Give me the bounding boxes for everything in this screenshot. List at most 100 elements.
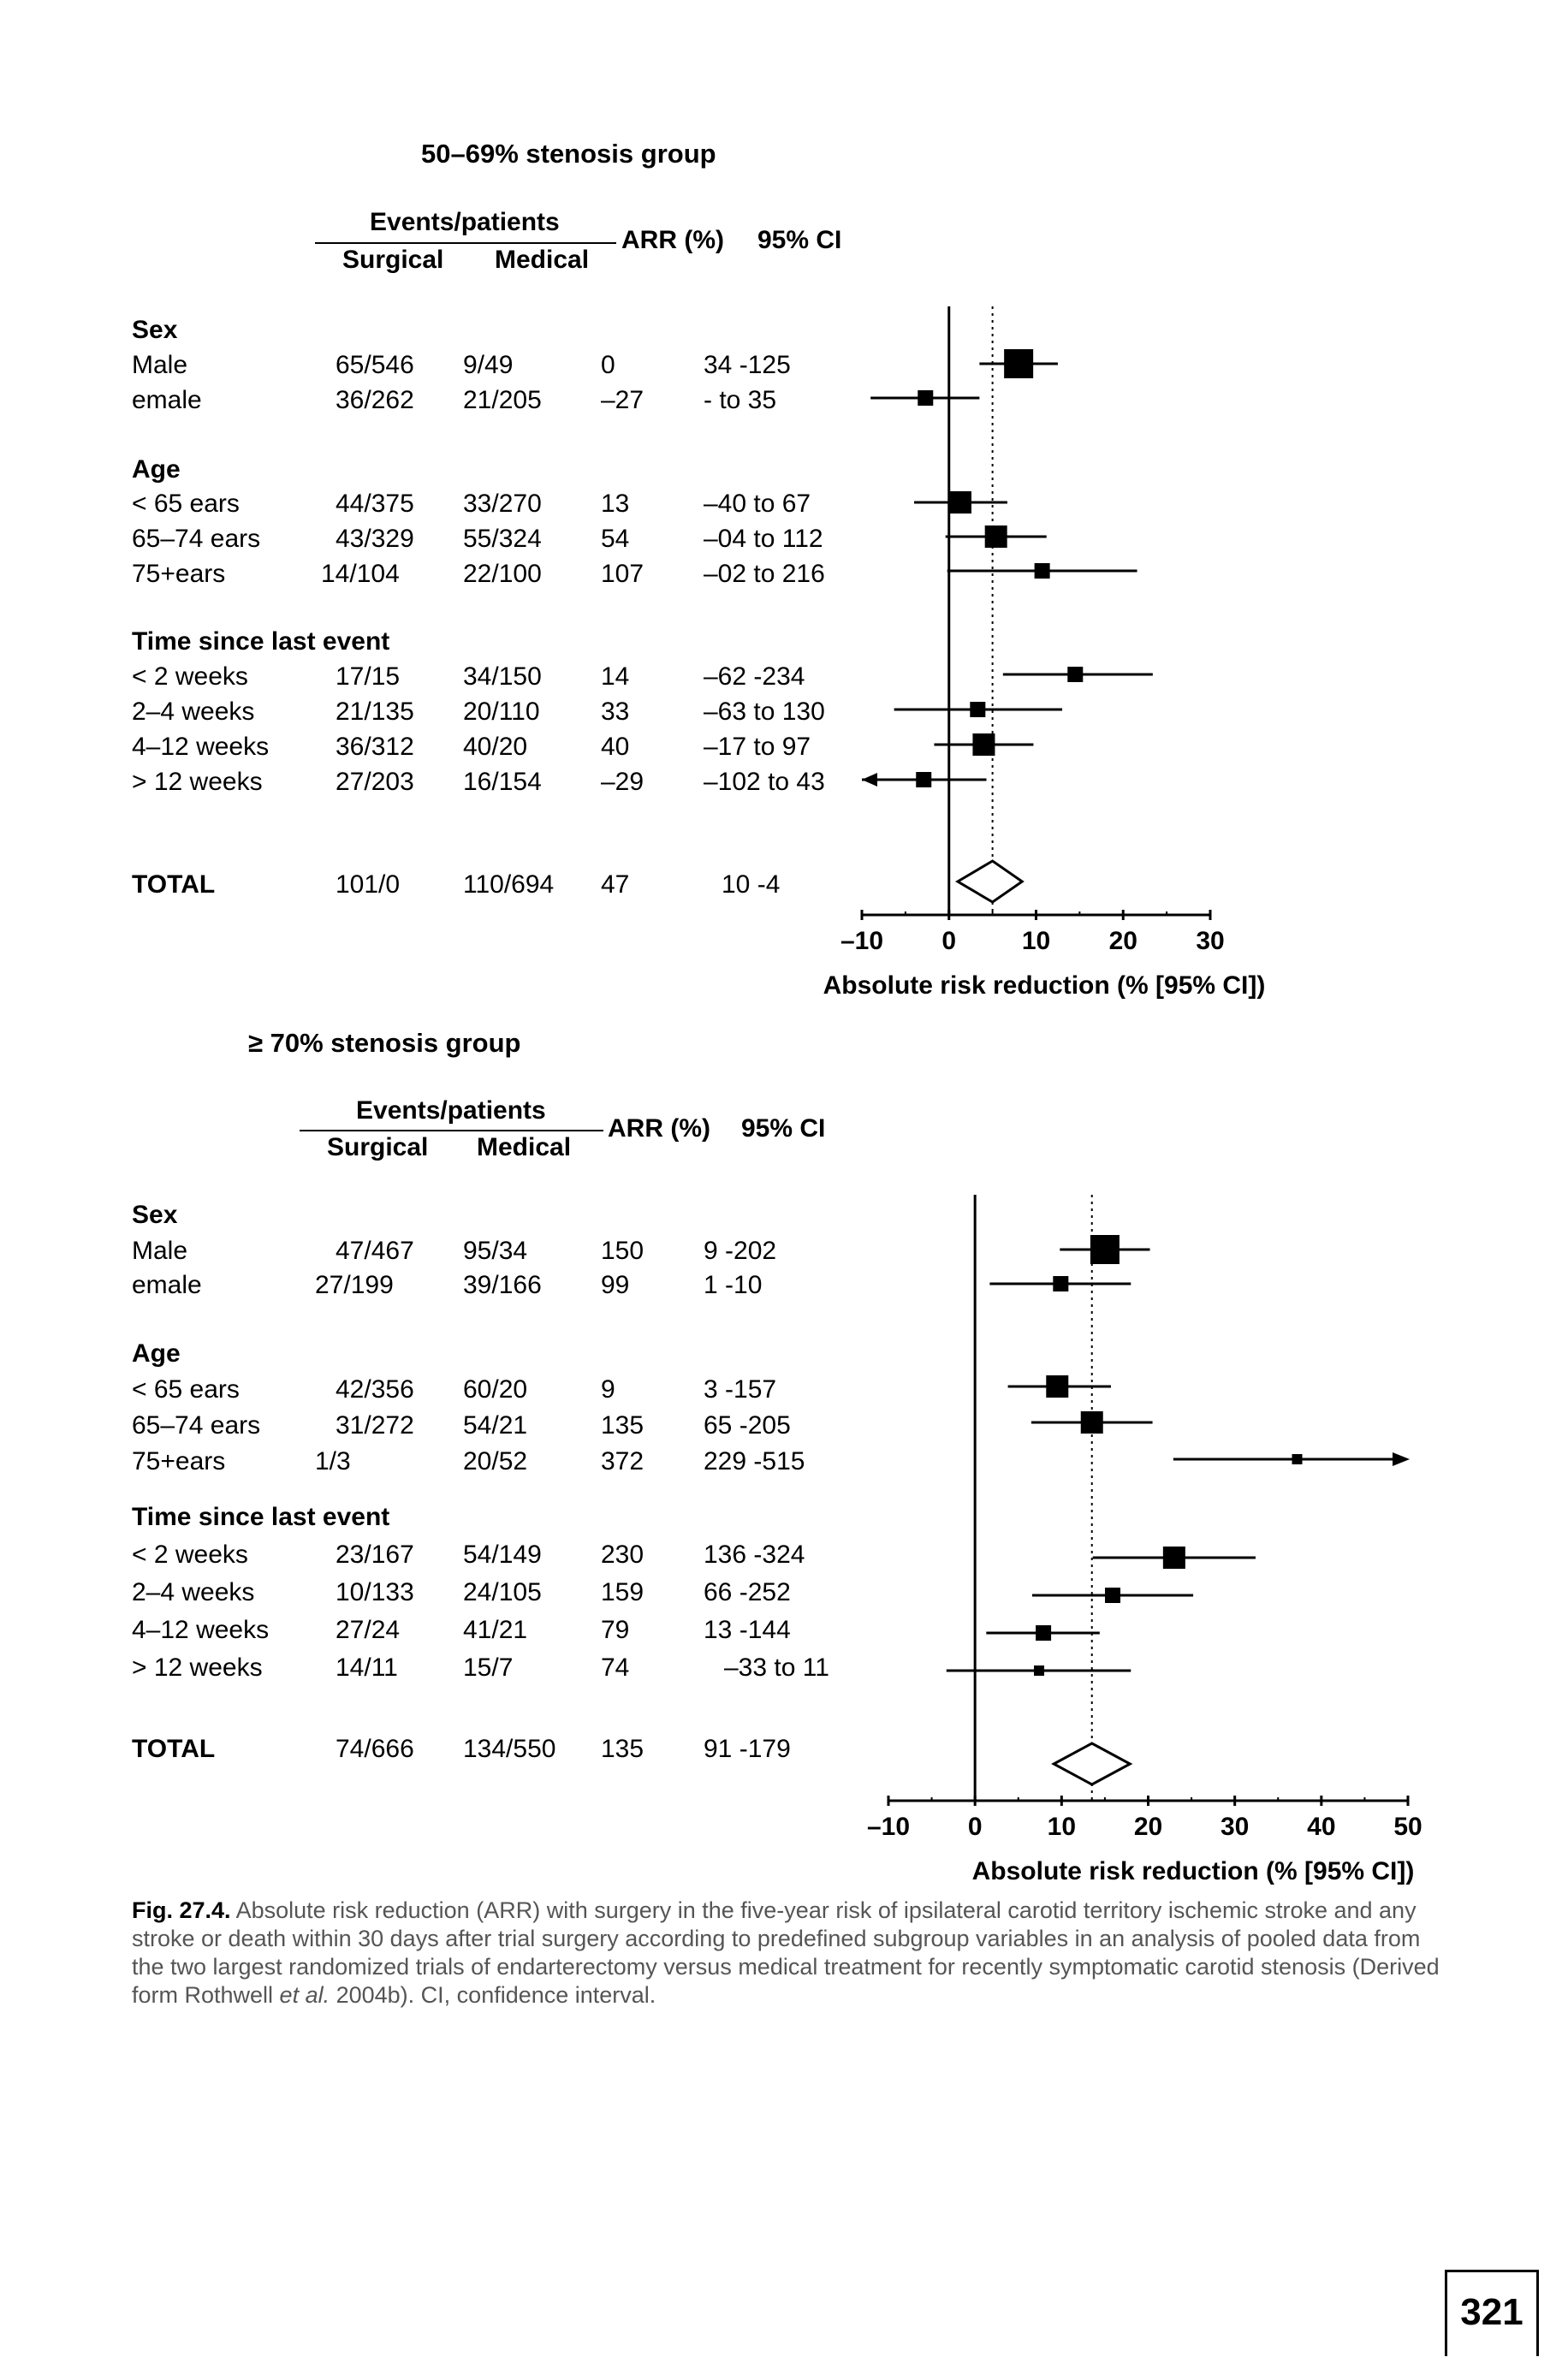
row-label: 65–74 ears [132, 1411, 261, 1440]
point-estimate-square [1036, 1625, 1052, 1641]
x-tick-label: 0 [941, 927, 956, 955]
arr-value: 150 [601, 1237, 644, 1265]
surgical-value: 21/135 [336, 698, 414, 726]
ci-header: 95% CI [741, 1114, 826, 1143]
surgical-header: Surgical [342, 246, 444, 274]
total-label: TOTAL [132, 1735, 216, 1763]
arr-value: 54 [601, 525, 630, 553]
arr-value: 99 [601, 1271, 630, 1299]
ci-value: 65 -205 [704, 1411, 791, 1440]
section-label: Sex [132, 1201, 178, 1229]
medical-value: 54/21 [463, 1411, 528, 1440]
surgical-value: 42/356 [336, 1375, 414, 1404]
surgical-value: 47/467 [336, 1237, 414, 1265]
total-diamond [954, 859, 1025, 904]
arr-value: 40 [601, 733, 630, 761]
x-tick-label: 50 [1393, 1813, 1422, 1841]
ci-value: 3 -157 [704, 1375, 777, 1404]
arr-value: 372 [601, 1447, 644, 1475]
surgical-value: 101/0 [336, 870, 401, 899]
ci-value: 91 -179 [704, 1735, 791, 1763]
medical-value: 55/324 [463, 525, 542, 553]
ci-value: - to 35 [704, 386, 777, 414]
ci-value: –33 to 11 [724, 1654, 829, 1682]
surgical-value: 27/199 [315, 1271, 394, 1299]
x-tick-label: –10 [867, 1813, 910, 1841]
point-estimate-square [1292, 1454, 1303, 1464]
surgical-value: 44/375 [336, 490, 414, 518]
row-label: 4–12 weeks [132, 1616, 270, 1644]
surgical-value: 14/11 [336, 1654, 398, 1682]
medical-value: 54/149 [463, 1541, 542, 1569]
point-estimate-square [1105, 1588, 1121, 1603]
x-tick-label: 0 [968, 1813, 983, 1841]
header-rule [300, 1130, 603, 1131]
arr-value: 135 [601, 1411, 644, 1440]
row-label: Male [132, 351, 188, 379]
ci-value: 10 -4 [722, 870, 781, 899]
row-label: < 2 weeks [132, 662, 248, 691]
section-label: Time since last event [132, 1503, 390, 1531]
row-label: > 12 weeks [132, 1654, 263, 1682]
surgical-value: 17/15 [336, 662, 401, 691]
point-estimate-square [1067, 667, 1084, 682]
arr-value: 107 [601, 560, 644, 588]
surgical-value: 74/666 [336, 1735, 414, 1763]
surgical-value: 65/546 [336, 351, 414, 379]
arr-value: 33 [601, 698, 630, 726]
x-tick-label: 20 [1134, 1813, 1162, 1841]
row-label: 75+ears [132, 560, 226, 588]
surgical-value: 10/133 [336, 1578, 414, 1606]
row-label: emale [132, 1271, 202, 1299]
row-label: emale [132, 386, 202, 414]
row-label: 75+ears [132, 1447, 226, 1475]
surgical-value: 31/272 [336, 1411, 414, 1440]
medical-value: 20/52 [463, 1447, 528, 1475]
medical-value: 41/21 [463, 1616, 528, 1644]
point-estimate-square [972, 733, 995, 756]
x-tick-label: 20 [1109, 927, 1137, 955]
x-tick-label: 30 [1196, 927, 1224, 955]
x-tick-label: 30 [1221, 1813, 1249, 1841]
point-estimate-square [918, 390, 934, 406]
point-estimate-square [1046, 1375, 1069, 1398]
point-estimate-square [970, 702, 986, 717]
events-patients-header: Events/patients [370, 208, 560, 236]
arr-value: 9 [601, 1375, 615, 1404]
arr-value: 13 [601, 490, 630, 518]
point-estimate-square [916, 772, 932, 787]
events-patients-header: Events/patients [356, 1096, 546, 1125]
arr-value: –27 [601, 386, 644, 414]
ci-header: 95% CI [757, 226, 842, 254]
medical-value: 134/550 [463, 1735, 556, 1763]
point-estimate-square [1034, 1665, 1045, 1676]
ci-value: 13 -144 [704, 1616, 791, 1644]
arr-value: 135 [601, 1735, 644, 1763]
point-estimate-square [1034, 563, 1050, 579]
surgical-value: 27/203 [336, 768, 414, 796]
surgical-value: 36/312 [336, 733, 414, 761]
x-axis-label: Absolute risk reduction (% [95% CI]) [823, 971, 1266, 1000]
surgical-value: 43/329 [336, 525, 414, 553]
row-label: 65–74 ears [132, 525, 261, 553]
caption-text: Absolute risk reduction (ARR) with surge… [132, 1897, 1440, 2008]
medical-value: 34/150 [463, 662, 542, 691]
ci-value: –17 to 97 [704, 733, 811, 761]
ci-value: –63 to 130 [704, 698, 825, 726]
panel-title: 50–69% stenosis group [421, 139, 716, 169]
page-number: 321 [1460, 2291, 1523, 2333]
ci-value: –40 to 67 [704, 490, 811, 518]
medical-value: 9/49 [463, 351, 514, 379]
section-label: Age [132, 1339, 181, 1368]
arr-header: ARR (%) [621, 226, 724, 254]
page-number-box: 321 [1445, 2270, 1539, 2356]
medical-value: 15/7 [463, 1654, 514, 1682]
surgical-value: 14/104 [321, 560, 400, 588]
point-estimate-square [984, 525, 1007, 548]
point-estimate-square [1162, 1547, 1185, 1569]
panel-title: ≥ 70% stenosis group [248, 1028, 521, 1058]
point-estimate-square [1080, 1411, 1103, 1434]
section-label: Time since last event [132, 627, 390, 656]
row-label: 4–12 weeks [132, 733, 270, 761]
arr-value: 74 [601, 1654, 630, 1682]
